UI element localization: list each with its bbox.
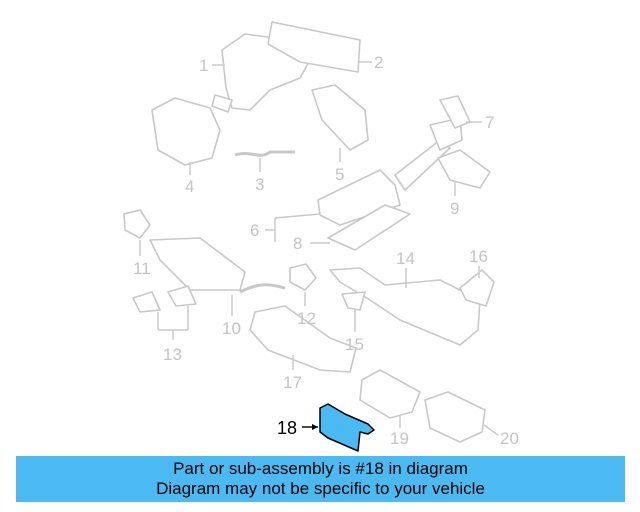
- callout-14: 14: [396, 249, 415, 268]
- callout-19: 19: [390, 429, 409, 448]
- part-13[interactable]: [132, 285, 197, 313]
- part-11[interactable]: [123, 209, 151, 239]
- callout-3: 3: [255, 175, 264, 194]
- callout-20: 20: [500, 429, 519, 448]
- banner-line-2: Diagram may not be specific to your vehi…: [156, 479, 485, 498]
- callout-9: 9: [450, 199, 459, 218]
- part-2[interactable]: [267, 21, 361, 73]
- info-banner: Part or sub-assembly is #18 in diagram D…: [16, 456, 625, 502]
- part-18-highlighted[interactable]: [319, 403, 375, 452]
- part-10[interactable]: [149, 237, 286, 294]
- part-19[interactable]: [359, 369, 421, 419]
- part-4[interactable]: [151, 97, 221, 166]
- part-5[interactable]: [311, 84, 369, 151]
- banner-line-1: Part or sub-assembly is #18 in diagram: [173, 459, 468, 478]
- callout-15: 15: [345, 335, 364, 354]
- part-15[interactable]: [341, 291, 366, 311]
- callout-10: 10: [222, 319, 241, 338]
- callout-6: 6: [250, 221, 259, 240]
- callout-7: 7: [485, 113, 494, 132]
- leader-lines: [139, 61, 499, 436]
- callout-4: 4: [185, 177, 194, 196]
- callout-11: 11: [133, 259, 151, 278]
- part-20[interactable]: [424, 391, 486, 443]
- callout-2: 2: [374, 53, 383, 72]
- callout-8: 8: [293, 234, 302, 253]
- callout-12: 12: [297, 309, 316, 328]
- part-17[interactable]: [249, 305, 357, 373]
- part-3[interactable]: [234, 150, 295, 157]
- callout-1: 1: [199, 56, 208, 75]
- part-8[interactable]: [327, 204, 411, 251]
- callout-17: 17: [283, 373, 302, 392]
- callout-16: 16: [469, 247, 488, 266]
- part-12[interactable]: [289, 263, 317, 291]
- callout-5: 5: [335, 165, 344, 184]
- part-9[interactable]: [437, 149, 491, 189]
- callout-18: 18: [277, 418, 297, 438]
- callout-13: 13: [163, 345, 182, 364]
